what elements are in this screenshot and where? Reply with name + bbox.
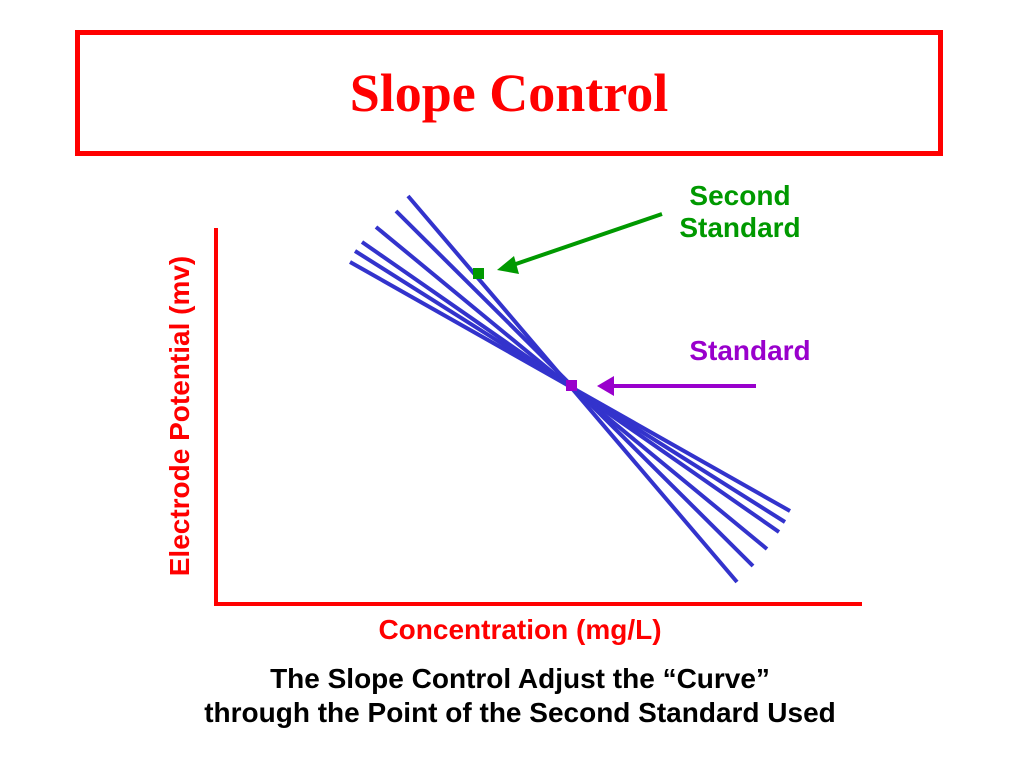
caption-line2: through the Point of the Second Standard… [204, 697, 836, 728]
second-standard-arrow [509, 212, 663, 268]
standard-label: Standard [689, 335, 811, 366]
y-axis-label: Electrode Potential (mv) [164, 255, 195, 577]
title-box: Slope Control [75, 30, 943, 156]
caption-line1: The Slope Control Adjust the “Curve” [270, 663, 770, 694]
second-standard-point [473, 268, 484, 279]
caption: The Slope Control Adjust the “Curve” thr… [80, 662, 960, 730]
second-standard-label: Second Standard [650, 180, 830, 244]
second-standard-label-line1: Second [689, 180, 791, 211]
second-standard-label-line2: Standard [679, 212, 801, 243]
standard-point [566, 380, 577, 391]
x-axis-label: Concentration (mg/L) [378, 614, 662, 645]
second-standard-arrowhead [497, 256, 519, 274]
page-title: Slope Control [349, 63, 669, 123]
standard-arrowhead [597, 376, 614, 396]
